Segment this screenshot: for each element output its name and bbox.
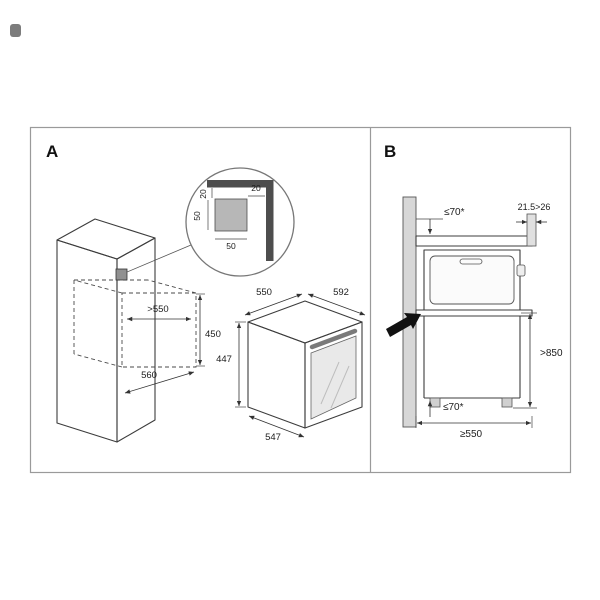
detail-callout: 20 20 50 50 bbox=[185, 167, 295, 277]
page-corner-artifact bbox=[10, 24, 21, 37]
oven-front-face bbox=[304, 321, 363, 429]
cabinet-foot-right bbox=[501, 397, 513, 408]
cabinet-foot-left bbox=[429, 397, 441, 408]
wall-section bbox=[402, 196, 417, 428]
dim-oven-height-label: 447 bbox=[216, 354, 232, 365]
panel-a: A bbox=[46, 142, 366, 443]
dim-top-clearance: ≤70* bbox=[416, 207, 465, 235]
dim-oven-height: 447 bbox=[216, 321, 246, 408]
dim-detail-gap-top: 20 bbox=[198, 189, 208, 199]
dim-oven-bottom: 547 bbox=[248, 415, 305, 443]
dim-oven-width-label: 592 bbox=[333, 287, 349, 298]
dim-detail-block-height: 50 bbox=[192, 211, 202, 221]
spacer-block bbox=[214, 198, 248, 232]
dim-front-gap: 21.5>26 bbox=[516, 202, 551, 247]
dim-detail-block-width: 50 bbox=[226, 241, 236, 251]
cabinet-side-panel-section bbox=[266, 180, 274, 261]
dim-oven-width: 592 bbox=[307, 287, 366, 316]
oven-isometric bbox=[247, 300, 363, 429]
dim-floor-height-label: >850 bbox=[540, 348, 563, 359]
door-knob-profile bbox=[516, 264, 526, 277]
dim-top-clearance-label: ≤70* bbox=[444, 207, 465, 218]
dim-niche-depth: 560 bbox=[124, 370, 195, 394]
dim-oven-depth: 550 bbox=[244, 287, 303, 316]
tall-cabinet bbox=[56, 218, 156, 443]
callout-leader-line bbox=[126, 244, 192, 273]
dim-min-depth: ≥550 bbox=[415, 416, 533, 440]
dim-min-depth-label: ≥550 bbox=[460, 429, 483, 440]
ventilation-arrow bbox=[386, 313, 421, 337]
detail-target bbox=[115, 244, 192, 281]
dim-floor-height: >850 bbox=[513, 312, 563, 409]
panel-a-label: A bbox=[46, 142, 58, 161]
dim-niche-height: 450 bbox=[196, 293, 221, 367]
panel-b: B ≤7 bbox=[384, 142, 563, 440]
oven-door-glass bbox=[310, 335, 357, 420]
dim-front-gap-label: 21.5>26 bbox=[518, 202, 551, 212]
dim-bottom-clearance: ≤70* bbox=[427, 400, 464, 417]
dim-niche-depth-label: 560 bbox=[141, 370, 157, 381]
spacer-block-marker bbox=[115, 268, 128, 281]
niche-hidden-lines bbox=[73, 279, 197, 368]
dim-bottom-clearance-label: ≤70* bbox=[443, 402, 464, 413]
panel-b-label: B bbox=[384, 142, 396, 161]
cabinet-side-face bbox=[116, 237, 156, 443]
dim-detail-gap-side: 20 bbox=[251, 183, 261, 193]
dim-oven-bottom-label: 547 bbox=[265, 432, 281, 443]
dim-niche-height-label: 450 bbox=[205, 329, 221, 340]
dim-oven-depth-label: 550 bbox=[256, 287, 272, 298]
cabinet-top-panel-section bbox=[207, 180, 273, 188]
oven-handle bbox=[309, 328, 358, 350]
front-trim-section bbox=[526, 213, 537, 247]
base-cabinet bbox=[423, 316, 521, 408]
dim-niche-width-label: >550 bbox=[147, 304, 168, 315]
oven-door-front bbox=[429, 255, 515, 305]
dim-niche-width: >550 bbox=[126, 304, 192, 322]
oven-handle-slot bbox=[459, 258, 483, 265]
